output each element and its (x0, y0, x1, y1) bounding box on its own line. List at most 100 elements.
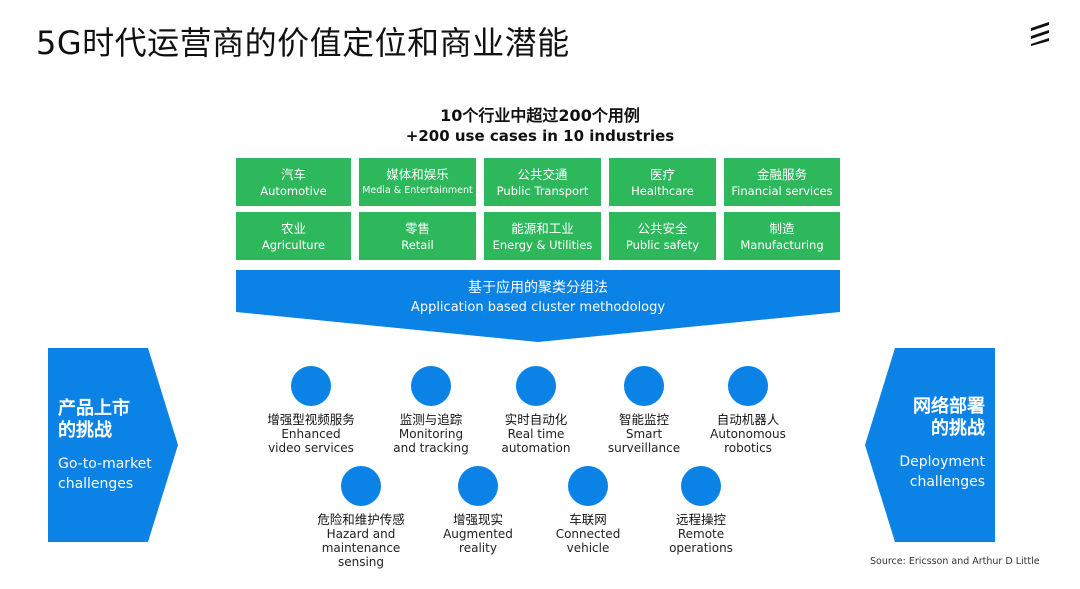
header-zh: 10个行业中超过200个用例 (440, 106, 640, 125)
use-case-en-line2: and tracking (393, 441, 469, 455)
use-case-dot (516, 366, 556, 406)
industry-media-entertainment: 媒体和娱乐 Media & Entertainment (359, 158, 476, 206)
use-case-en-line2: vehicle (566, 541, 610, 555)
use-case-en-line2: automation (501, 441, 571, 455)
use-case-en-line3: sensing (337, 555, 385, 569)
industry-financial-services: 金融服务 Financial services (724, 158, 840, 206)
industry-label-zh: 制造 (769, 220, 795, 236)
use-case-zh: 车联网 (569, 512, 607, 527)
use-case-en-line1: Enhanced (281, 427, 341, 441)
use-case-en-line1: Real time (507, 427, 565, 441)
use-case-en-line1: Connected (555, 527, 621, 541)
industry-automotive: 汽车 Automotive (236, 158, 351, 206)
source-note: Source: Ericsson and Arthur D Little (870, 556, 1040, 567)
use-case-dot (341, 466, 381, 506)
right-chevron-shape (865, 348, 995, 542)
use-case-smart-surveillance: 智能监控 Smart surveillance (579, 366, 709, 455)
industry-label-en: Agriculture (261, 237, 326, 252)
use-case-zh: 危险和维护传感 (317, 512, 405, 527)
left-panel-en: Go-to-market challenges (58, 454, 152, 494)
use-case-zh: 监测与追踪 (399, 412, 463, 427)
use-case-en-line1: Remote (677, 527, 725, 541)
industry-public-transport: 公共交通 Public Transport (484, 158, 601, 206)
use-case-augmented-reality: 增强现实 Augmented reality (413, 466, 543, 555)
banner-label-en: Application based cluster methodology (410, 300, 666, 315)
use-case-en-line2: surveillance (607, 441, 681, 455)
use-case-dot (624, 366, 664, 406)
industry-label-zh: 农业 (280, 220, 306, 236)
industry-energy-utilities: 能源和工业 Energy & Utilities (484, 212, 601, 260)
use-case-zh: 智能监控 (618, 412, 669, 427)
use-case-en-line1: Hazard and (326, 527, 396, 541)
industry-label-en: Automotive (260, 183, 327, 198)
use-case-dot (568, 466, 608, 506)
industry-label-en: Manufacturing (740, 237, 824, 252)
industry-label-zh: 能源和工业 (511, 220, 574, 236)
industry-retail: 零售 Retail (359, 212, 476, 260)
industry-public-safety: 公共安全 Public safety (609, 212, 716, 260)
industry-label-en: Media & Entertainment (362, 184, 473, 196)
industry-label-en: Financial services (731, 183, 833, 198)
industry-label-zh: 汽车 (280, 166, 306, 182)
industry-grid: 汽车 Automotive 媒体和娱乐 Media & Entertainmen… (236, 158, 840, 260)
use-case-zh: 增强型视频服务 (267, 412, 355, 427)
right-panel-en-line2: challenges (909, 474, 985, 490)
right-panel-zh-line2: 的挑战 (931, 418, 985, 439)
use-case-dot (728, 366, 768, 406)
industry-label-en: Healthcare (631, 183, 694, 198)
use-case-zh: 实时自动化 (504, 412, 568, 427)
use-case-real-time-automation: 实时自动化 Real time automation (471, 366, 601, 455)
use-case-en-line1: Smart (625, 427, 663, 441)
industry-label-zh: 公共交通 (517, 166, 568, 182)
use-case-dot (411, 366, 451, 406)
use-case-header: 10个行业中超过200个用例 +200 use cases in 10 indu… (300, 106, 780, 146)
industry-label-zh: 医疗 (649, 166, 675, 182)
left-panel-zh-line1: 产品上市 (58, 398, 130, 419)
industry-label-zh: 零售 (404, 220, 430, 236)
header-en: +200 use cases in 10 industries (405, 127, 675, 145)
banner-label-zh: 基于应用的聚类分组法 (468, 280, 608, 296)
use-case-zh: 自动机器人 (716, 412, 780, 427)
use-case-en-line2: maintenance (321, 541, 401, 555)
use-case-en-line1: Monitoring (398, 427, 464, 441)
industry-label-en: Public Transport (496, 183, 589, 198)
left-panel-zh-line2: 的挑战 (58, 420, 112, 441)
use-case-monitoring-tracking: 监测与追踪 Monitoring and tracking (366, 366, 496, 455)
left-panel-en-line1: Go-to-market (58, 456, 152, 472)
industry-label-en: Retail (401, 237, 434, 252)
right-panel-en-line1: Deployment (899, 454, 985, 470)
use-case-en-line2: operations (669, 541, 733, 555)
industry-label-en: Energy & Utilities (492, 237, 593, 252)
deployment-panel: 网络部署 的挑战 Deployment challenges (865, 348, 995, 542)
industry-manufacturing: 制造 Manufacturing (724, 212, 840, 260)
right-panel-zh-line1: 网络部署 (913, 396, 985, 417)
industry-healthcare: 医疗 Healthcare (609, 158, 716, 206)
left-chevron-shape (48, 348, 178, 542)
banner-arrow-shape (236, 270, 840, 342)
industry-agriculture: 农业 Agriculture (236, 212, 351, 260)
use-case-en-line2: robotics (724, 441, 772, 455)
left-panel-en-line2: challenges (58, 476, 134, 492)
use-case-dot (681, 466, 721, 506)
use-case-en-line1: Augmented (443, 527, 513, 541)
use-case-hazard-maintenance: 危险和维护传感 Hazard and maintenance sensing (296, 466, 426, 569)
use-case-remote-operations: 远程操控 Remote operations (636, 466, 766, 555)
industry-label-en: Public safety (625, 237, 700, 252)
use-case-enhanced-video: 增强型视频服务 Enhanced video services (246, 366, 376, 455)
industry-label-zh: 金融服务 (756, 166, 807, 182)
use-case-zh: 远程操控 (675, 512, 726, 527)
right-panel-en: Deployment challenges (873, 452, 985, 492)
use-case-en-line2: reality (459, 541, 497, 555)
use-case-zh: 增强现实 (452, 512, 503, 527)
use-case-dot (291, 366, 331, 406)
use-case-en-line1: Autonomous (710, 427, 786, 441)
use-case-autonomous-robotics: 自动机器人 Autonomous robotics (683, 366, 813, 455)
slide-title: 5G时代运营商的价值定位和商业潜能 (36, 24, 570, 62)
ericsson-logo-icon (1031, 22, 1049, 46)
use-case-connected-vehicle: 车联网 Connected vehicle (523, 466, 653, 555)
industry-label-zh: 公共安全 (637, 220, 688, 236)
use-case-dot (458, 466, 498, 506)
cluster-methodology-banner: 基于应用的聚类分组法 Application based cluster met… (236, 270, 840, 342)
use-case-en-line2: video services (268, 441, 354, 455)
go-to-market-panel: 产品上市 的挑战 Go-to-market challenges (48, 348, 178, 542)
